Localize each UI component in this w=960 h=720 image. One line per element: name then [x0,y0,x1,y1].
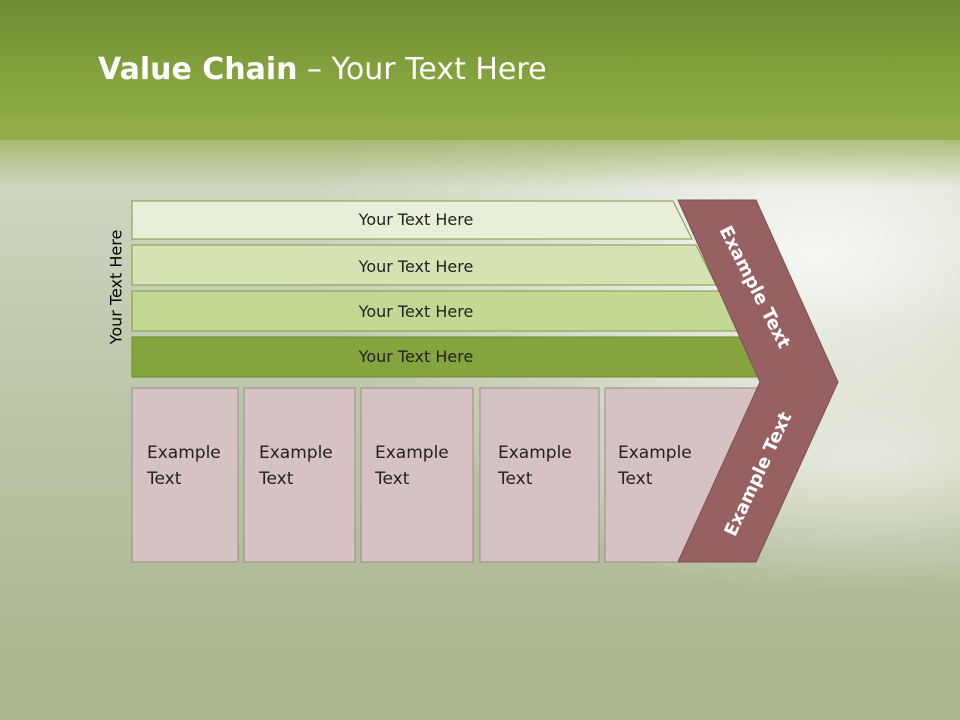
box-1-line1: Example [147,443,221,463]
chevron-shape [677,199,839,563]
box-4-line2: Text [498,469,533,489]
box-3-line1: Example [375,443,449,463]
header-fade [0,118,960,188]
bar-1: Your Text Here [131,200,693,240]
box-3-shape [360,387,474,563]
bar-3: Your Text Here [131,290,741,332]
box-1-line2: Text [147,469,182,489]
box-4-shape [479,387,600,563]
box-5-text: Example Text [618,440,692,492]
box-4-line1: Example [498,443,572,463]
box-3-line2: Text [375,469,410,489]
box-5-line1: Example [618,443,692,463]
box-5-line2: Text [618,469,653,489]
title-bold: Value Chain [98,52,298,87]
title-rest: – Your Text Here [297,52,547,87]
bar-2-label: Your Text Here [358,257,474,276]
bar-3-label: Your Text Here [358,302,474,321]
box-1-shape [131,387,239,563]
box-1-text: Example Text [147,440,221,492]
header-band [0,0,960,140]
box-2-line2: Text [259,469,294,489]
bar-1-shape [131,200,693,240]
bar-2: Your Text Here [131,244,717,286]
box-4-text: Example Text [498,440,572,492]
slide-title: Value Chain – Your Text Here [98,52,547,87]
bar-1-label: Your Text Here [358,210,474,229]
box-3-text: Example Text [375,440,449,492]
box-2-shape [243,387,356,563]
box-2-text: Example Text [259,440,333,492]
bar-4: Your Text Here [131,336,765,378]
bar-4-label: Your Text Here [358,347,474,366]
box-2-line1: Example [259,443,333,463]
